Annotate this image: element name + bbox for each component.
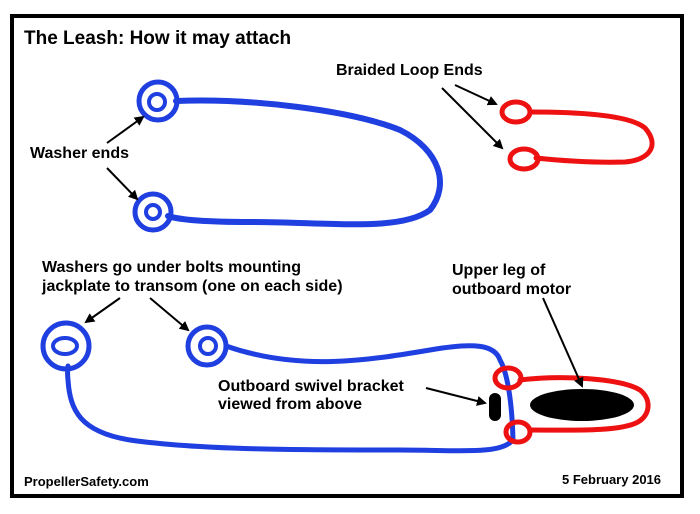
top-braided-loop: [499, 99, 655, 172]
bottom-washer-inner: [144, 203, 162, 221]
arrow-braided-upper: [454, 84, 498, 106]
arrow-jackplate-left: [84, 297, 121, 324]
top-washer-outer: [136, 79, 180, 123]
upper-leg-label-line1: Upper leg of: [452, 262, 546, 279]
arrow-washer-lower: [106, 167, 139, 201]
left-washer-outer: [40, 320, 92, 372]
arrow-washer-upper: [106, 115, 145, 144]
bottom-leash-assembly: [40, 320, 516, 454]
washers-go-under-label-line2: jackplate to transom (one on each side): [42, 278, 343, 295]
arrow-jackplate-right: [149, 297, 190, 332]
bottom-leash-cord: [65, 343, 516, 454]
motor-loop-assembly: [489, 365, 651, 445]
outboard-upper-leg: [530, 389, 634, 421]
braided-loop-cord: [527, 109, 655, 165]
website-footer: PropellerSafety.com: [24, 474, 149, 489]
motor-loop-upper-eye: [492, 365, 524, 391]
arrow-swivel-bracket: [425, 387, 487, 406]
date-footer: 5 February 2016: [562, 472, 662, 487]
swivel-bracket-label-line1: Outboard swivel bracket: [218, 378, 404, 395]
swivel-bracket-label-line2: viewed from above: [218, 396, 363, 413]
top-leash-cord: [165, 97, 443, 228]
swivel-bracket: [489, 393, 501, 421]
washer-ends-label: Washer ends: [30, 145, 129, 162]
right-washer-outer: [185, 324, 229, 368]
braided-loop-lower-eye: [507, 146, 541, 172]
motor-loop-lower-eye: [503, 419, 533, 445]
arrow-braided-lower: [441, 87, 504, 150]
diagram-title: The Leash: How it may attach: [24, 28, 292, 49]
bottom-washer-outer: [132, 191, 174, 233]
arrows: [84, 84, 584, 406]
right-washer-inner: [198, 336, 218, 356]
braided-loop-upper-eye: [499, 99, 533, 125]
top-washer-inner: [147, 92, 167, 112]
upper-leg-label-line2: outboard motor: [452, 281, 572, 298]
left-washer-inner: [51, 336, 79, 356]
top-leash-washer-ends: [132, 79, 443, 233]
arrow-upper-leg: [542, 297, 584, 388]
braided-loop-ends-label: Braided Loop Ends: [336, 62, 483, 79]
washers-go-under-label-line1: Washers go under bolts mounting: [42, 259, 301, 276]
